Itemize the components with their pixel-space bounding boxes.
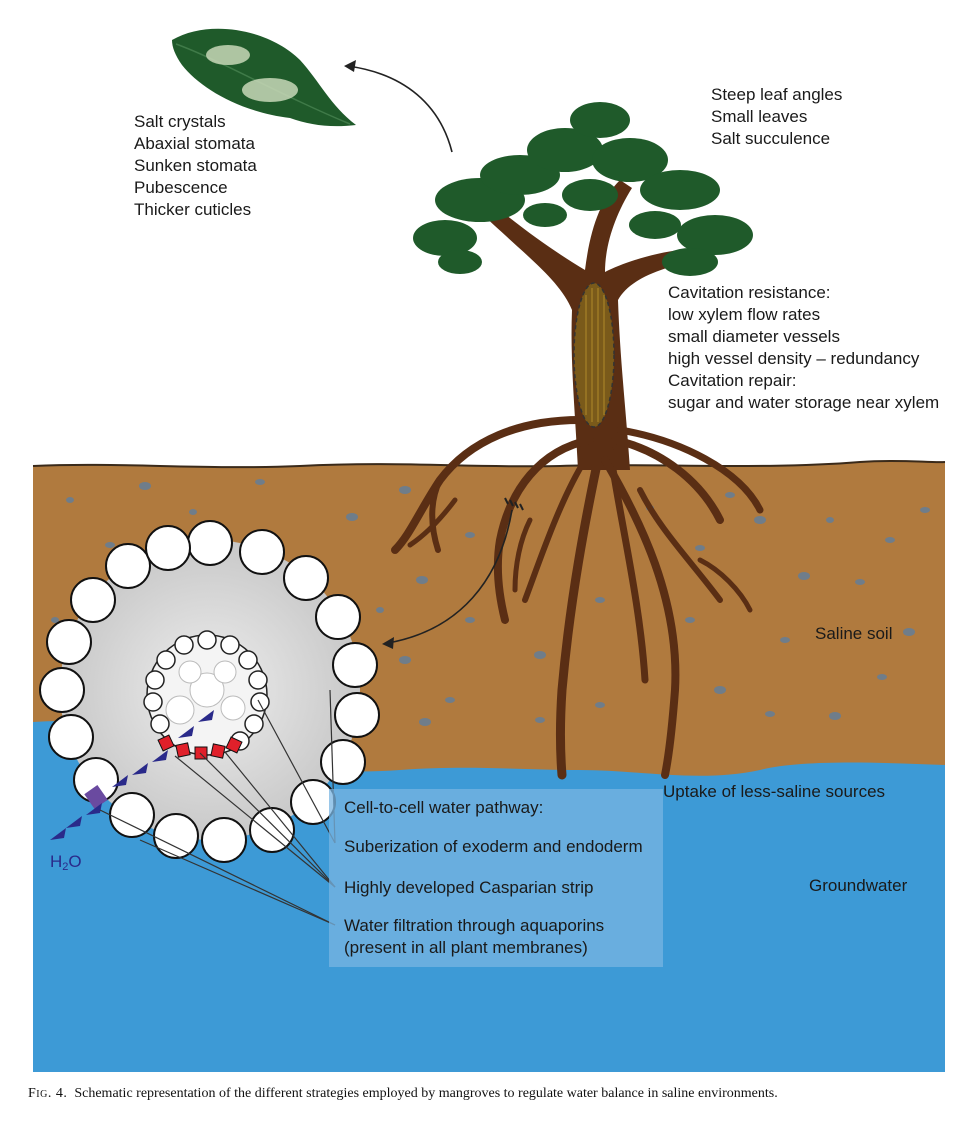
foliage xyxy=(413,102,753,276)
leaf-adaptation: Sunken stomata xyxy=(134,156,257,175)
arrow-root-to-section xyxy=(387,509,513,644)
root-cross-section xyxy=(39,520,380,926)
prop-roots xyxy=(391,416,764,780)
arrow-trunk-to-leaf xyxy=(347,65,453,153)
crown-adaptation: Small leaves xyxy=(711,107,808,126)
leaf-adaptation: Salt crystals xyxy=(134,112,226,131)
aquaporin-marker xyxy=(84,785,108,809)
xylem-cutaway xyxy=(573,282,615,428)
casparian-strip xyxy=(157,734,243,760)
trunk-adaptation: low xylem flow rates xyxy=(668,305,821,324)
leaf-adaptation: Thicker cuticles xyxy=(134,200,252,219)
soil-particles xyxy=(51,479,930,726)
leaf-adaptations-list: Salt crystals Abaxial stomata Sunken sto… xyxy=(134,111,257,221)
crown-adaptation: Steep leaf angles xyxy=(711,85,843,104)
trunk-adaptation: sugar and water storage near xylem xyxy=(668,393,940,412)
leaf-adaptation: Pubescence xyxy=(134,178,228,197)
uptake-label: Uptake of less-saline sources xyxy=(663,782,886,801)
h2o-label: H2O xyxy=(50,851,82,878)
arrowhead-section xyxy=(382,637,394,649)
root-sample-marker xyxy=(504,497,524,511)
trunk-adaptation: Cavitation repair: xyxy=(668,371,797,390)
crown-adaptation: Salt succulence xyxy=(711,129,831,148)
arrowhead-leaf xyxy=(344,60,356,72)
pathway-item: Suberization of exoderm and endoderm xyxy=(344,837,643,856)
saline-soil-label: Saline soil xyxy=(815,624,893,643)
water-flow-arrows xyxy=(50,710,214,840)
xylem-vessels xyxy=(165,660,246,725)
pathway-item: (present in all plant membranes) xyxy=(344,938,588,957)
pathway-item: Highly developed Casparian strip xyxy=(344,878,594,897)
leaf-illustration xyxy=(172,28,356,127)
trunk-adaptation: Cavitation resistance: xyxy=(668,283,831,302)
mangrove-tree xyxy=(391,102,764,780)
pathway-title: Cell-to-cell water pathway: xyxy=(344,798,544,817)
pathway-item: Water filtration through aquaporins xyxy=(344,916,605,935)
groundwater-label: Groundwater xyxy=(809,876,908,895)
figure-number: Fig. 4. xyxy=(28,1086,68,1101)
leaf-adaptation: Abaxial stomata xyxy=(134,134,255,153)
soil-surface-line xyxy=(32,459,946,469)
water-pathway-box: Cell-to-cell water pathway: Suberization… xyxy=(329,789,663,967)
exodermis-cells xyxy=(39,520,380,863)
trunk-adaptations-list: Cavitation resistance: low xylem flow ra… xyxy=(668,282,939,414)
trunk-adaptation: small diameter vessels xyxy=(668,327,840,346)
figure-caption: Fig. 4. Schematic representation of the … xyxy=(28,1086,958,1102)
trunk-adaptation: high vessel density – redundancy xyxy=(668,349,920,368)
caption-text: Schematic representation of the differen… xyxy=(74,1086,778,1101)
h2o-o: O xyxy=(68,852,82,871)
h2o-subscript: 2 xyxy=(62,861,69,873)
crown-adaptations-list: Steep leaf angles Small leaves Salt succ… xyxy=(711,84,842,150)
h2o-h: H xyxy=(50,852,63,871)
